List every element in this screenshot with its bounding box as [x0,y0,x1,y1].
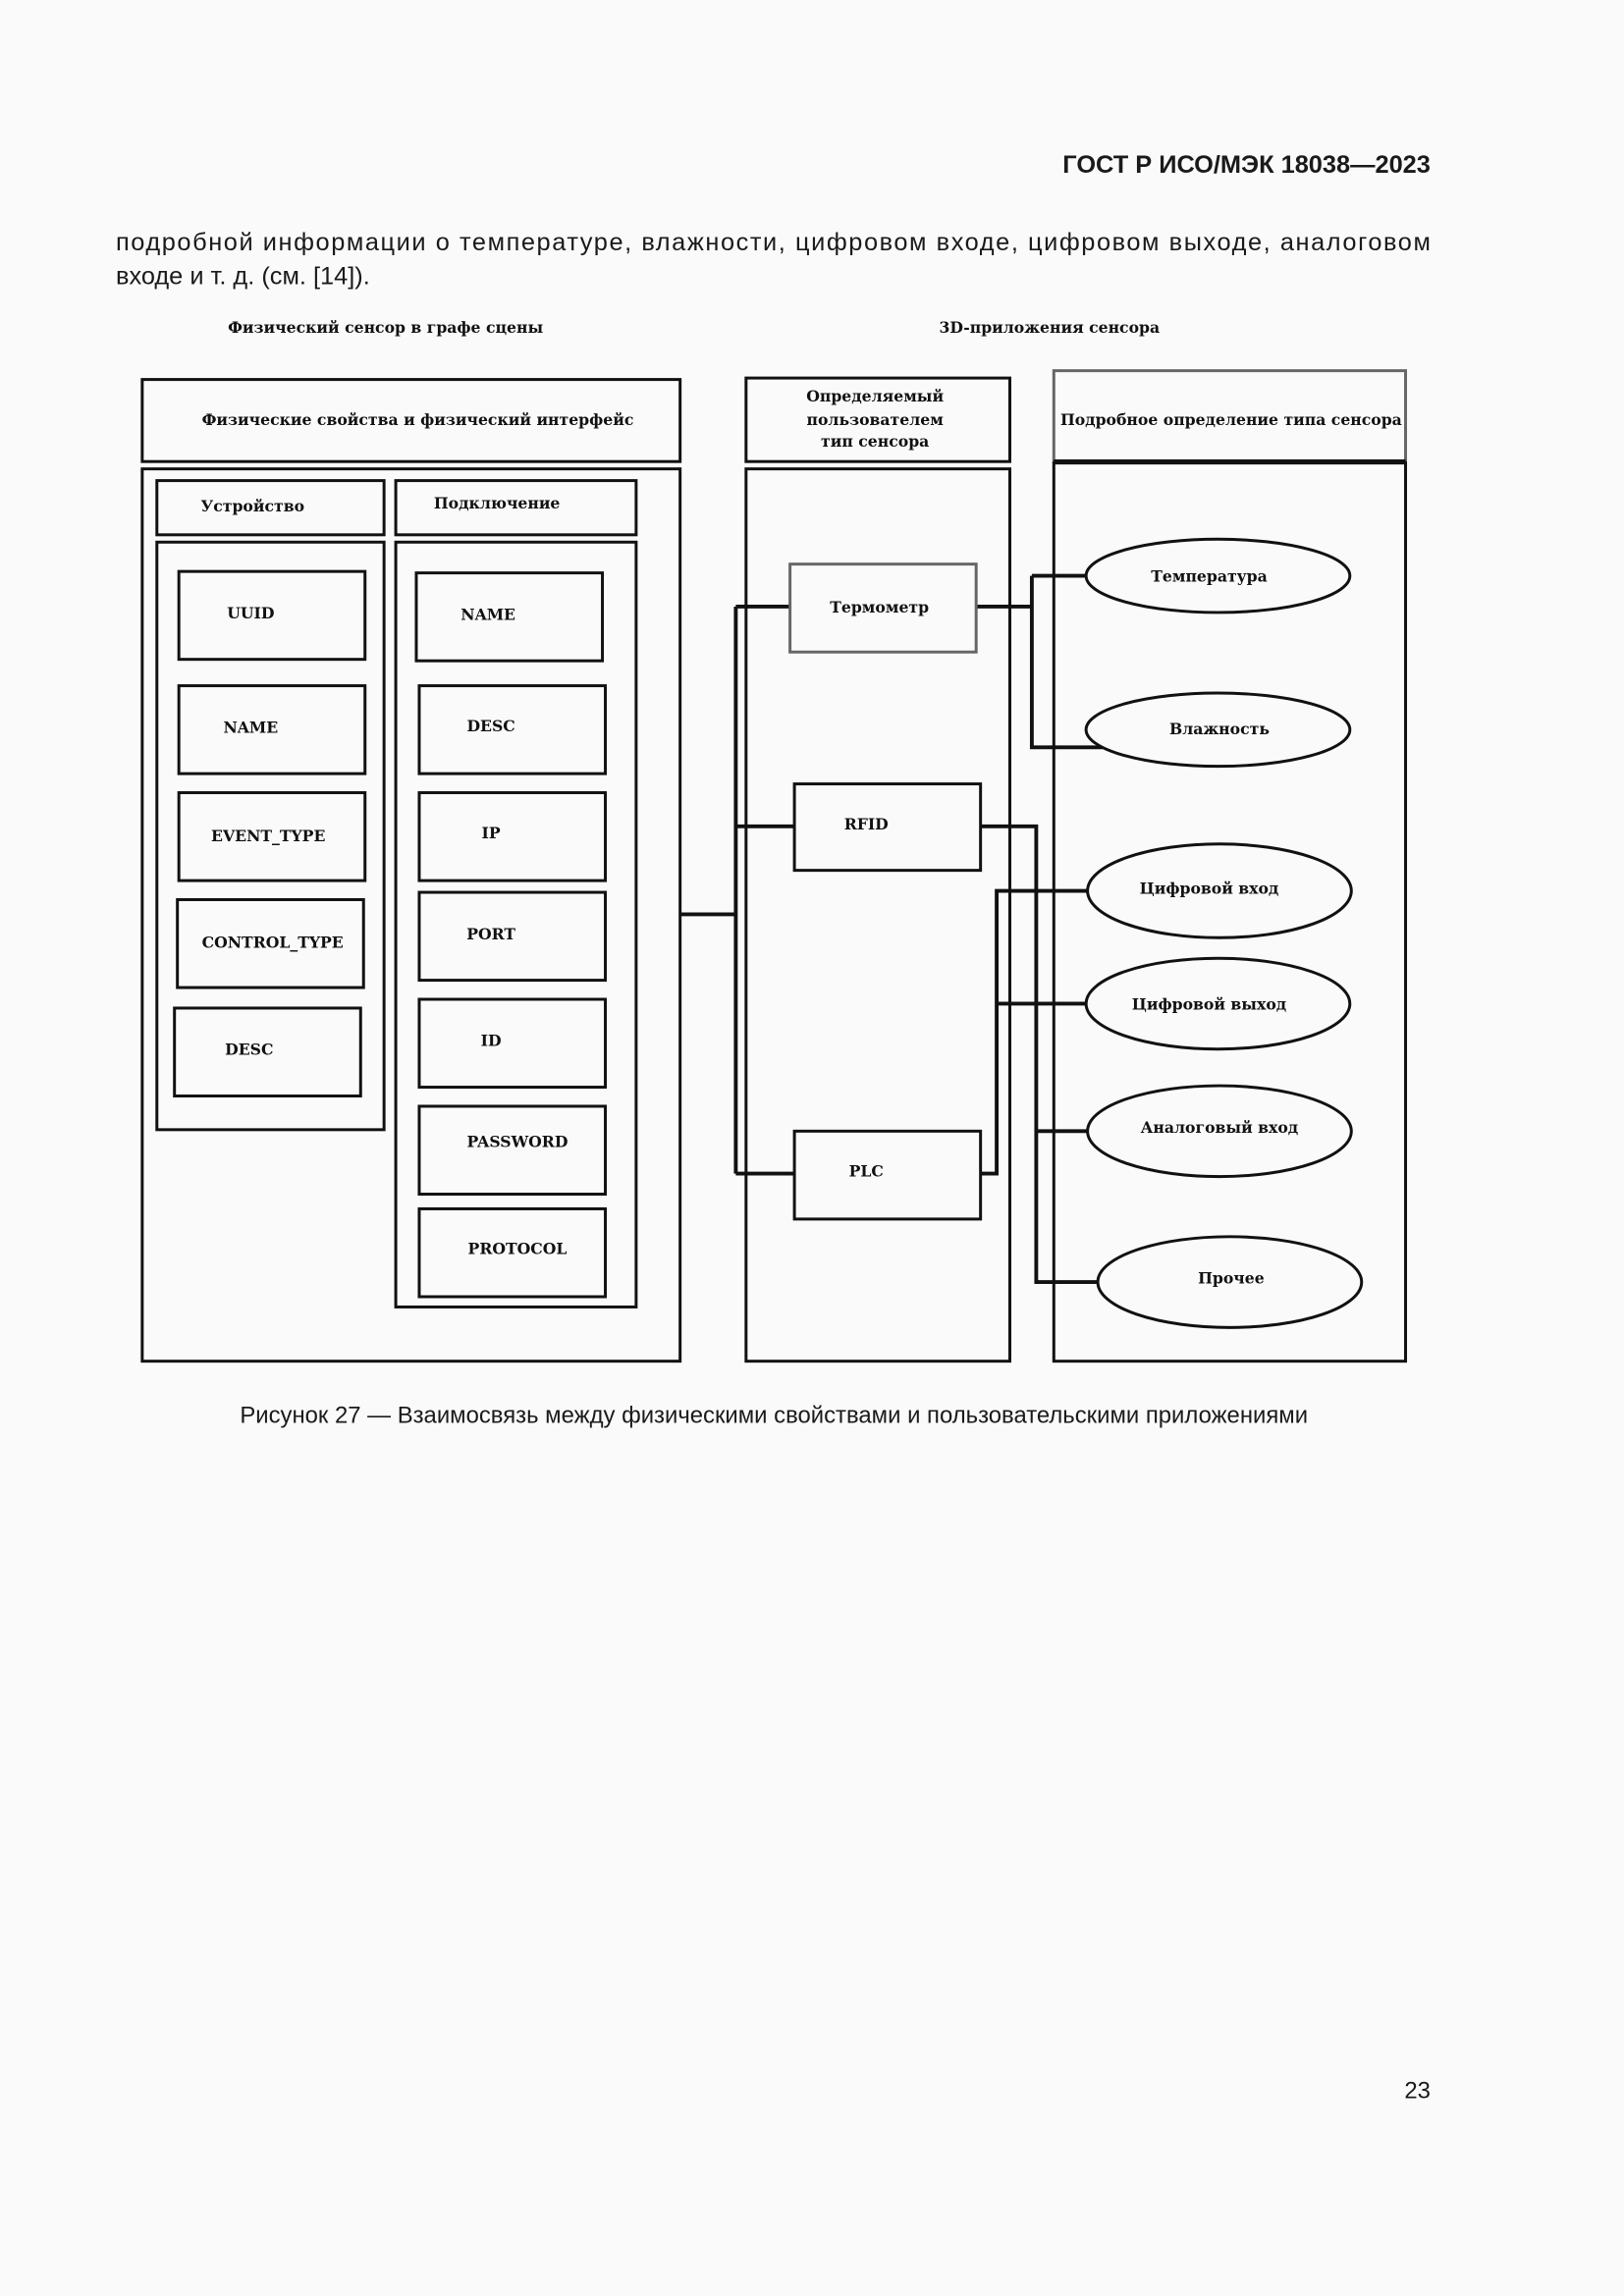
connection-label: Подключение [434,494,561,512]
user-type-header-box [744,376,1012,463]
physical-body [140,467,682,1363]
detail-item: Цифровой выход [1132,994,1286,1013]
device-item: NAME [223,718,278,736]
device-item: UUID [227,604,274,622]
connection-item: PORT [466,925,515,943]
physical-header-box [140,378,682,463]
figure-caption: Рисунок 27 — Взаимосвязь между физически… [240,1402,1308,1428]
device-item: DESC [225,1041,273,1059]
sensor-type: Термометр [830,598,929,616]
page-number: 23 [1404,2077,1431,2104]
connection-item: ID [481,1032,502,1050]
connection-body [394,540,638,1308]
detail-item: Температура [1151,567,1268,586]
connection-item: PASSWORD [467,1133,568,1151]
right-title: 3D-приложения сенсора [939,318,1160,337]
standard-header: ГОСТ Р ИСО/МЭК 18038—2023 [1062,151,1431,179]
sensor-type: RFID [844,815,889,833]
device-label: Устройство [201,497,304,515]
sensor-type: PLC [849,1162,884,1181]
paragraph-line-2: входе и т. д. (см. [14]). [116,263,370,291]
physical-header: Физические свойства и физический интерфе… [202,410,634,429]
connection-header-box [394,479,638,537]
detail-item: Цифровой вход [1140,880,1279,898]
connection-item: PROTOCOL [468,1240,568,1258]
detail-header: Подробное определение типа сенсора [1060,410,1402,429]
user-type-header-line: пользователем [807,410,945,429]
detail-item: Аналоговый вход [1141,1118,1299,1137]
user-type-header-line: Определяемый [806,387,944,405]
paragraph-line-1: подробной информации о температуре, влаж… [116,229,1431,256]
user-type-header-line: тип сенсора [821,432,929,451]
figure-diagram: Физический сенсор в графе сцены 3D-прило… [140,318,1408,1363]
connection-item: DESC [466,717,514,735]
connection-item: NAME [460,605,515,623]
detail-item: Прочее [1198,1269,1265,1288]
user-type-body [744,467,1012,1363]
detail-body [1052,461,1408,1363]
connection-item: IP [482,824,501,842]
device-body [155,540,386,1132]
detail-item: Влажность [1169,720,1270,738]
device-item: EVENT_TYPE [211,827,325,845]
left-title: Физический сенсор в графе сцены [228,318,543,337]
device-header-box [155,479,386,537]
device-item: CONTROL_TYPE [202,934,344,952]
